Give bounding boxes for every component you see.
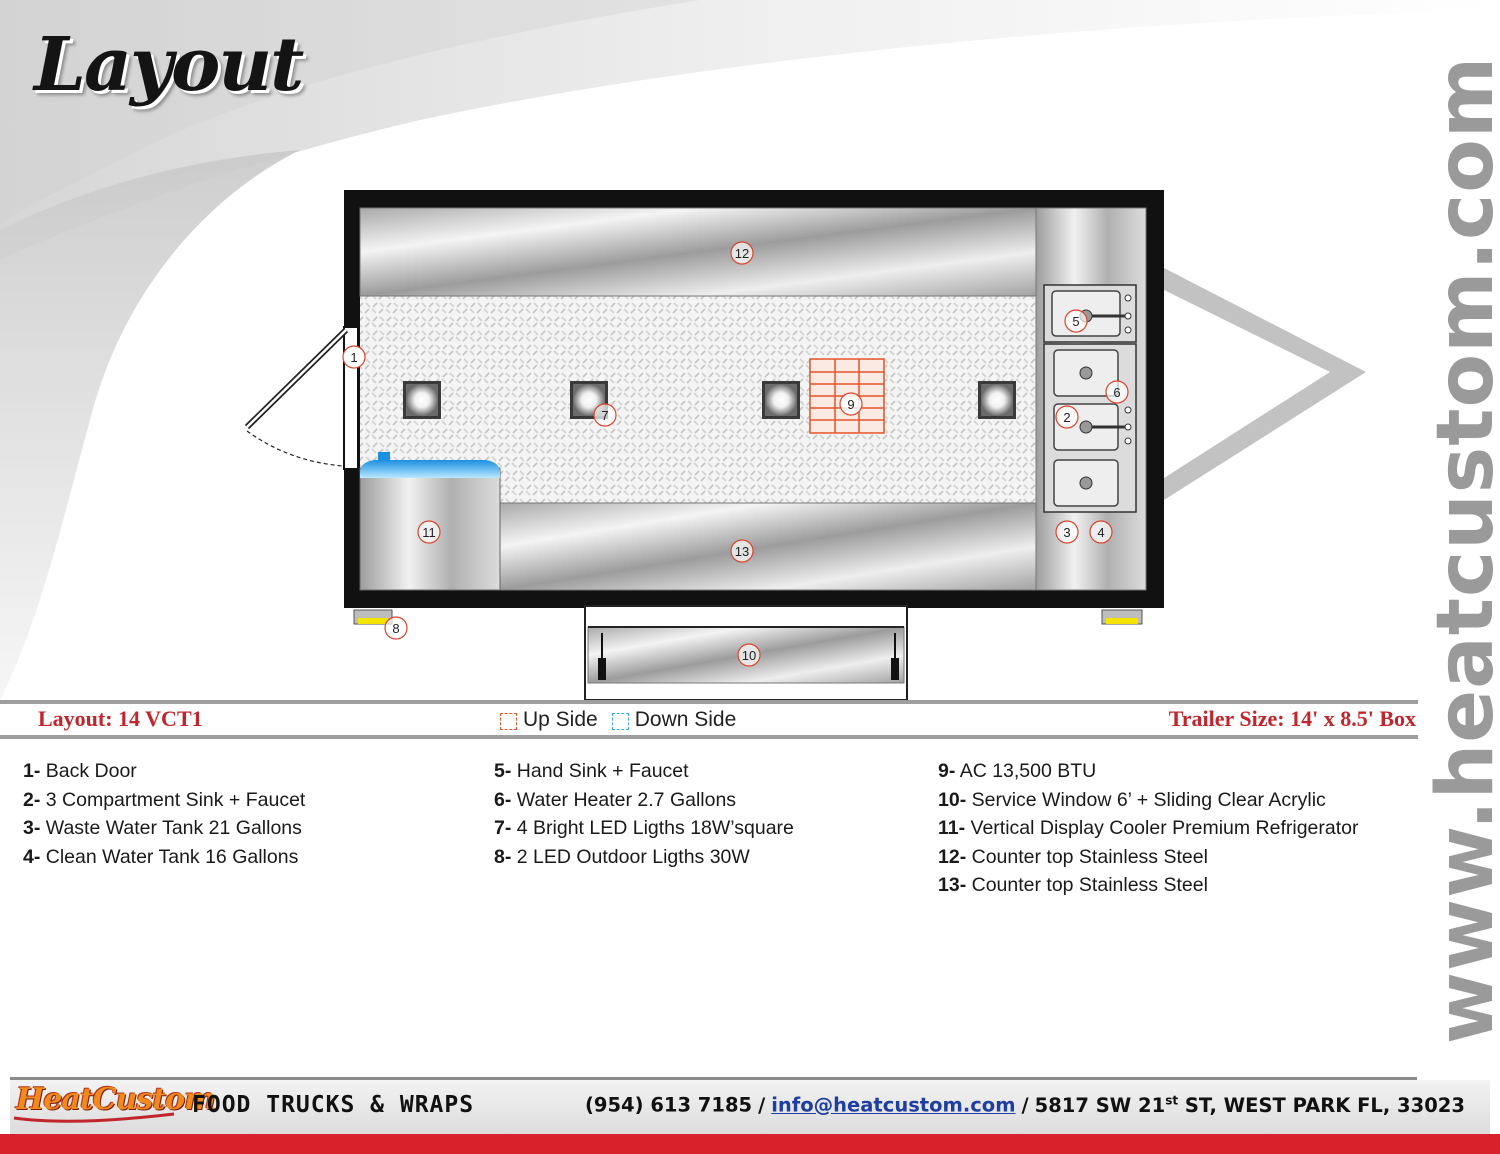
- outdoor-light-8: [1101, 609, 1143, 625]
- svg-text:7: 7: [601, 408, 608, 423]
- callout-3: 3: [1055, 520, 1079, 544]
- layout-code: Layout: 14 VCT1: [38, 706, 203, 731]
- callout-4: 4: [1089, 520, 1113, 544]
- trailer-size: Trailer Size: 14' x 8.5' Box: [1168, 706, 1416, 731]
- list-item: 11- Vertical Display Cooler Premium Refr…: [938, 817, 1359, 840]
- callout-1: 1: [342, 345, 366, 369]
- address: 5817 SW 21st ST, WEST PARK FL, 33023: [1034, 1093, 1465, 1117]
- led-light: [978, 381, 1016, 419]
- svg-text:6: 6: [1113, 385, 1120, 400]
- list-item: 7- 4 Bright LED Ligths 18W’square: [494, 817, 794, 840]
- website-watermark: www.heatcustom.com: [1421, 56, 1500, 1044]
- callout-12: 12: [730, 241, 754, 265]
- down-side-swatch: [611, 712, 629, 730]
- list-item: 2- 3 Compartment Sink + Faucet: [23, 788, 306, 811]
- svg-text:5: 5: [1072, 314, 1079, 329]
- svg-text:1: 1: [350, 350, 357, 365]
- footer-contact: (954) 613 7185/info@heatcustom.com/5817 …: [585, 1093, 1465, 1117]
- callout-13: 13: [730, 539, 754, 563]
- counter-top-13: [499, 502, 1037, 591]
- footer-red-stripe: [0, 1134, 1500, 1154]
- cooler-top: [360, 460, 500, 478]
- phone-number[interactable]: (954) 613 7185: [585, 1093, 753, 1117]
- svg-text:9: 9: [847, 397, 854, 412]
- back-door-1: [244, 326, 359, 470]
- hand-sink-5: [1043, 284, 1137, 343]
- footer-band: [10, 1080, 1490, 1134]
- callout-8: 8: [384, 616, 408, 640]
- svg-text:10: 10: [742, 648, 756, 663]
- watermark-text: www.heatcustom.com: [1421, 55, 1500, 1045]
- trailer-floor-plan: 1 2 3 4 5 6 7 8 9 10 11 12 13: [244, 190, 1366, 701]
- footer-divider: [10, 1077, 1417, 1080]
- down-side-label: Down Side: [634, 708, 737, 731]
- list-item: 9- AC 13,500 BTU: [938, 760, 1097, 782]
- page-title: Layout: [34, 22, 304, 108]
- list-item: 6- Water Heater 2.7 Gallons: [494, 788, 737, 811]
- list-item: 12- Counter top Stainless Steel: [938, 845, 1208, 868]
- counter-top-12: [359, 207, 1037, 297]
- callout-9: 9: [839, 392, 863, 416]
- callout-10: 10: [737, 643, 761, 667]
- led-light: [570, 381, 608, 419]
- callout-6: 6: [1105, 380, 1129, 404]
- info-bar-top-line: [0, 700, 1418, 704]
- outdoor-light-8: [353, 609, 393, 625]
- equipment-list-col-1: 1- Back Door 2- 3 Compartment Sink + Fau…: [23, 757, 305, 871]
- up-side-swatch: [500, 712, 517, 730]
- list-item: 8- 2 LED Outdoor Ligths 30W: [494, 845, 750, 868]
- svg-text:12: 12: [735, 246, 749, 261]
- brand-logo-swash: [13, 1112, 175, 1123]
- up-side-label: Up Side: [523, 708, 598, 731]
- led-light: [403, 381, 441, 419]
- list-item: 5- Hand Sink + Faucet: [494, 760, 689, 782]
- svg-text:3: 3: [1063, 525, 1070, 540]
- led-light: [762, 381, 800, 419]
- svg-text:4: 4: [1097, 525, 1104, 540]
- three-compartment-sink-2: [1043, 343, 1137, 513]
- list-item: 3- Waste Water Tank 21 Gallons: [23, 817, 302, 840]
- list-item: 1- Back Door: [23, 760, 137, 782]
- footer-tagline: FOOD TRUCKS & WRAPS: [192, 1092, 475, 1118]
- brand-logo: HeatCustom: [16, 1082, 216, 1117]
- list-item: 10- Service Window 6’ + Sliding Clear Ac…: [938, 788, 1326, 811]
- list-item: 13- Counter top Stainless Steel: [938, 874, 1208, 897]
- email-link[interactable]: info@heatcustom.com: [771, 1093, 1016, 1117]
- side-legend: Up Side Down Side: [500, 708, 736, 732]
- callout-11: 11: [417, 520, 441, 544]
- ac-unit-9: [809, 358, 885, 434]
- callout-2: 2: [1055, 405, 1079, 429]
- cooler-cap: [378, 452, 390, 461]
- callout-5: 5: [1064, 309, 1088, 333]
- svg-text:8: 8: [392, 621, 399, 636]
- svg-text:11: 11: [422, 525, 436, 540]
- svg-text:2: 2: [1063, 410, 1070, 425]
- equipment-list-col-3: 9- AC 13,500 BTU 10- Service Window 6’ +…: [938, 757, 1359, 900]
- callout-7: 7: [593, 403, 617, 427]
- equipment-list-col-2: 5- Hand Sink + Faucet 6- Water Heater 2.…: [494, 757, 794, 871]
- list-item: 4- Clean Water Tank 16 Gallons: [23, 845, 299, 868]
- svg-text:13: 13: [735, 544, 749, 559]
- trailer-hitch: [1164, 268, 1366, 500]
- background-swoosh: [0, 0, 1500, 700]
- info-bar-bottom-line: [0, 735, 1418, 739]
